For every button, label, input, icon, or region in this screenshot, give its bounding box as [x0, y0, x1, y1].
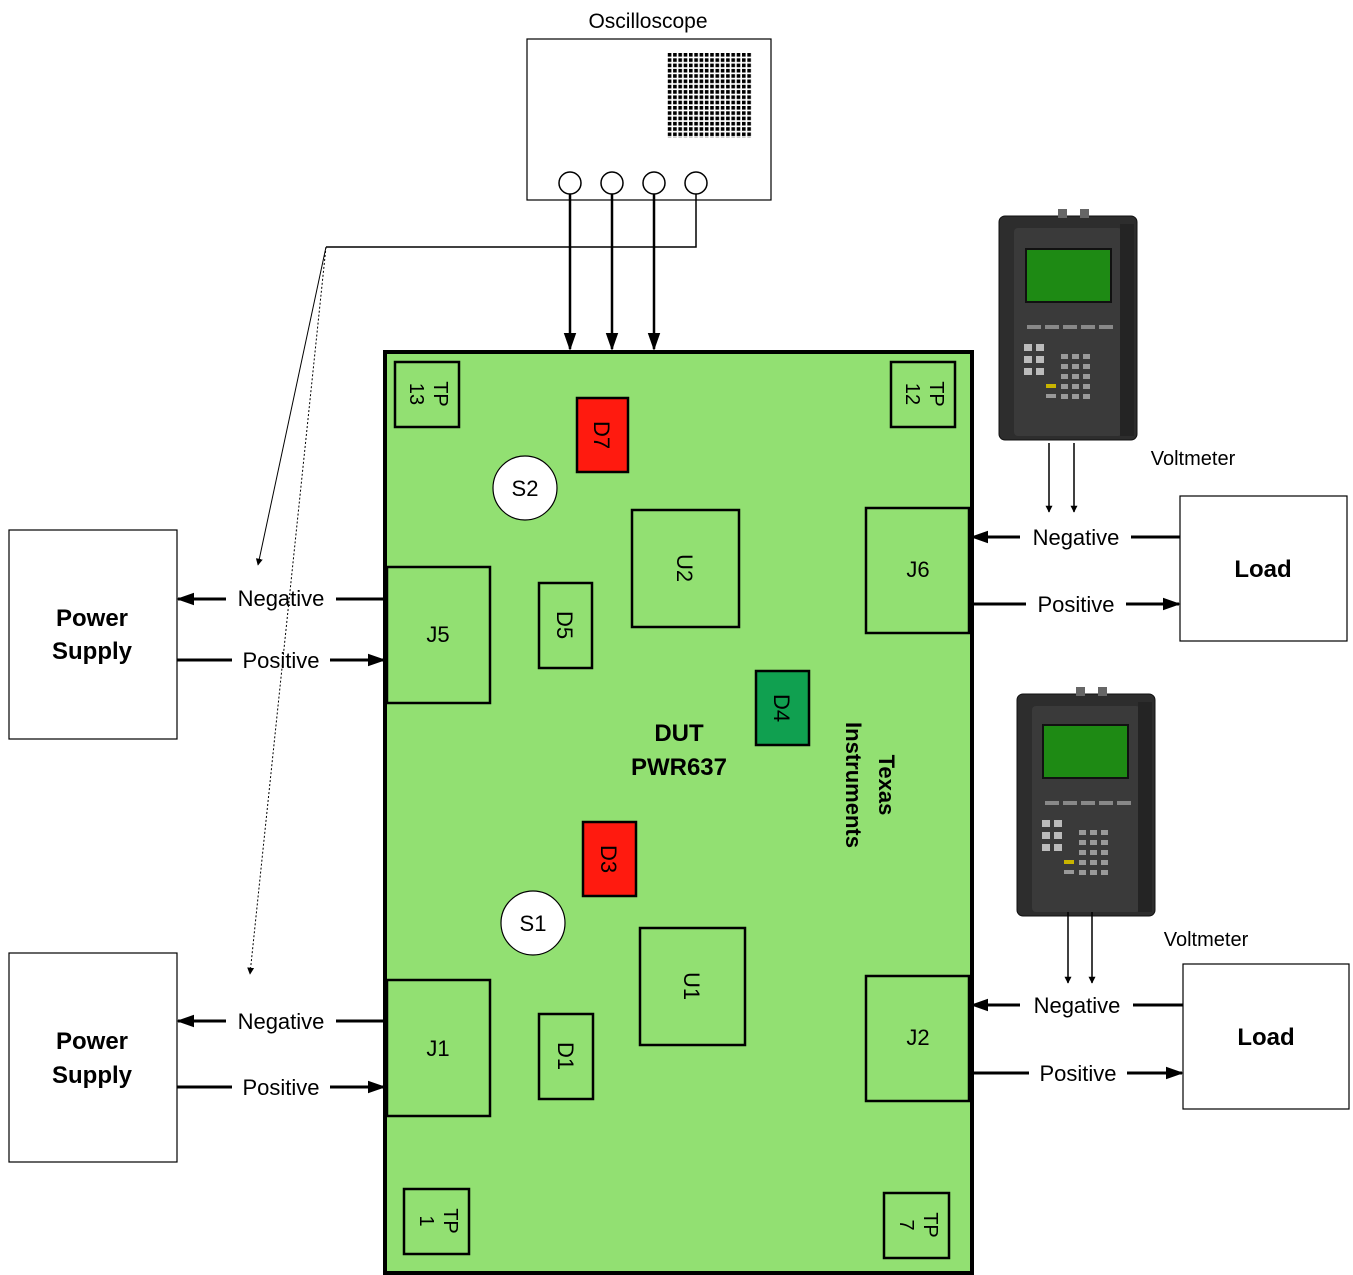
load-1: Load Negative Positive [969, 495, 1348, 642]
diode-d7: D7 [575, 396, 630, 474]
power-supply-2-box [8, 952, 178, 1163]
scope-channel-3-jack [642, 171, 666, 195]
test-point-1: TP 1 [402, 1187, 471, 1256]
diode-d5: D5 [537, 581, 594, 670]
vendor-label-line2: Instruments [841, 722, 866, 848]
tp7-label-a: TP [919, 1212, 941, 1238]
load-2-box [1182, 963, 1350, 1110]
voltmeter-2-label: Voltmeter [1164, 929, 1249, 951]
d4-label: D4 [769, 694, 794, 722]
power-supply-1-label-line2: Supply [52, 638, 133, 665]
load-1-label: Load [1234, 556, 1291, 583]
connector-j2: J2 [864, 974, 971, 1103]
test-point-12: TP 12 [889, 360, 957, 429]
ps1-negative-label: Negative [238, 586, 325, 611]
d3-label: D3 [596, 845, 621, 873]
tp13-label-a: TP [429, 381, 451, 407]
ps1-positive-label: Positive [242, 648, 319, 673]
tp7-label-b: 7 [895, 1219, 917, 1230]
voltmeter-icon [998, 209, 1138, 441]
scope-channel-1-jack [558, 171, 582, 195]
test-point-7: TP 7 [882, 1191, 951, 1260]
load2-positive-label: Positive [1039, 1061, 1116, 1086]
connector-j6: J6 [864, 506, 971, 635]
oscilloscope-label: Oscilloscope [588, 10, 707, 33]
load1-positive-label: Positive [1037, 592, 1114, 617]
power-supply-2-label-line1: Power [56, 1028, 128, 1055]
load1-negative-label: Negative [1033, 525, 1120, 550]
u2-label: U2 [672, 554, 697, 582]
switch-s1: S1 [500, 890, 566, 956]
ic-u2: U2 [630, 508, 741, 629]
probe-4-to-supply-1 [255, 246, 327, 566]
power-supply-2-label-line2: Supply [52, 1062, 133, 1089]
switch-s2: S2 [492, 455, 558, 521]
test-point-13: TP 13 [393, 360, 461, 429]
j5-label: J5 [426, 622, 449, 647]
tp12-label-a: TP [925, 381, 947, 407]
s1-label: S1 [520, 911, 547, 936]
tp1-label-a: TP [439, 1208, 461, 1234]
scope-channel-4-jack [684, 171, 708, 195]
voltmeter-1: Voltmeter [998, 209, 1236, 513]
load-2: Load Negative Positive [969, 963, 1350, 1110]
board-outline [383, 350, 974, 1275]
diode-d4: D4 [754, 669, 811, 747]
oscilloscope: Oscilloscope [526, 10, 772, 201]
power-supply-1-box [8, 529, 178, 740]
load-1-box [1179, 495, 1348, 642]
load2-negative-label: Negative [1034, 993, 1121, 1018]
oscilloscope-screen-icon [667, 53, 752, 138]
tp12-label-b: 12 [901, 383, 923, 405]
voltmeter-2: Voltmeter [1016, 687, 1249, 984]
j2-label: J2 [906, 1025, 929, 1050]
power-supply-1-label-line1: Power [56, 605, 128, 632]
diode-d1: D1 [537, 1012, 595, 1101]
ps2-positive-label: Positive [242, 1075, 319, 1100]
connector-j1: J1 [385, 978, 492, 1118]
tp1-label-b: 1 [415, 1215, 437, 1226]
dut-label: DUT [654, 720, 704, 747]
j1-label: J1 [426, 1036, 449, 1061]
dut-part-number: PWR637 [631, 754, 727, 781]
dut-board: TP 13 TP 12 TP 1 TP 7 [383, 350, 974, 1275]
connector-j5: J5 [385, 565, 492, 705]
scope-channel-2-jack [600, 171, 624, 195]
vendor-label-line1: Texas [874, 755, 899, 816]
d5-label: D5 [552, 611, 577, 639]
s2-label: S2 [512, 476, 539, 501]
voltmeter-1-label: Voltmeter [1151, 448, 1236, 470]
voltmeter-icon [1016, 687, 1156, 917]
ic-u1: U1 [638, 926, 747, 1047]
diode-d3: D3 [581, 820, 638, 898]
tp13-label-b: 13 [405, 383, 427, 405]
ps2-negative-label: Negative [238, 1009, 325, 1034]
d7-label: D7 [589, 421, 614, 449]
scope-probes [326, 194, 697, 351]
power-supply-2: Power Supply Negative Positive [8, 952, 386, 1163]
u1-label: U1 [679, 972, 704, 1000]
power-supply-1: Power Supply Negative Positive [8, 529, 386, 740]
probe-4-lead [326, 194, 697, 248]
load-2-label: Load [1237, 1024, 1294, 1051]
j6-label: J6 [906, 557, 929, 582]
probe-4-to-supply-2 [247, 246, 327, 975]
d1-label: D1 [553, 1042, 578, 1070]
